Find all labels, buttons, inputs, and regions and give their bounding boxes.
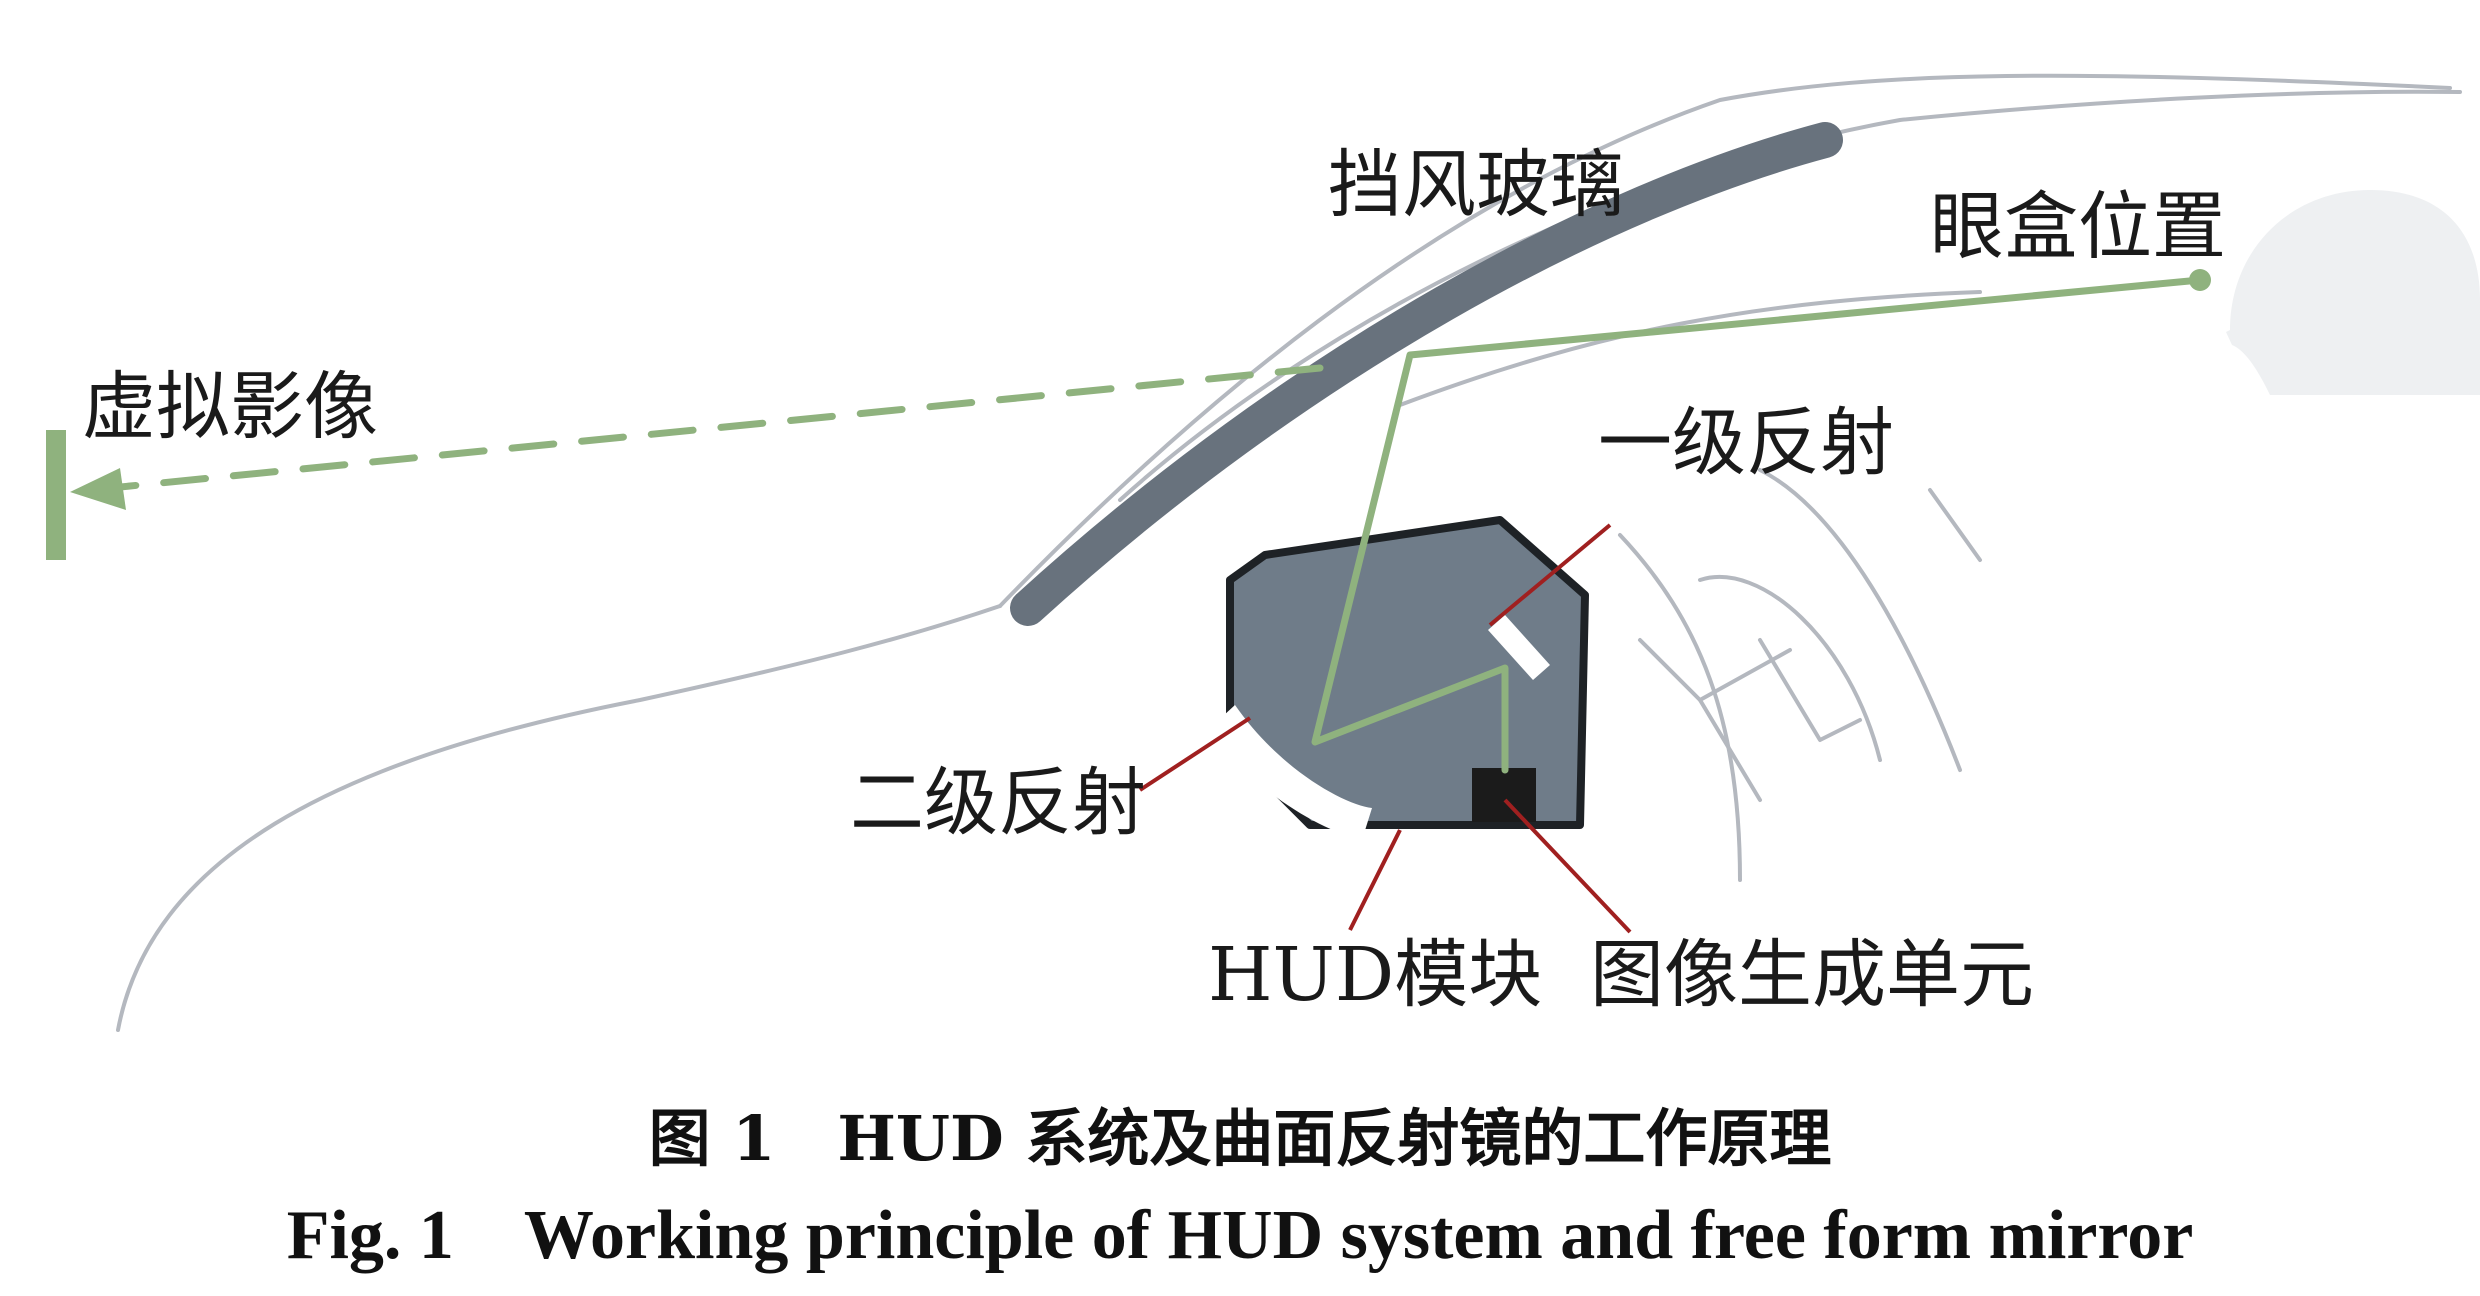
- label-windshield: 挡风玻璃: [1328, 142, 1624, 228]
- driver-head: [2226, 190, 2480, 395]
- light-path: [46, 269, 2211, 774]
- label-primary-reflection: 一级反射: [1598, 400, 1894, 486]
- label-virtual-image: 虚拟影像: [82, 364, 378, 450]
- label-image-generation-unit: 图像生成单元: [1590, 932, 2034, 1018]
- leader-lines: [1138, 523, 1632, 934]
- label-secondary-reflection: 二级反射: [850, 760, 1146, 846]
- car-outline: [116, 73, 2462, 1032]
- label-eyebox: 眼盒位置: [1930, 184, 2226, 270]
- caption-english: Fig. 1 Working principle of HUD system a…: [287, 1197, 2194, 1274]
- primary-mirror: [1488, 615, 1550, 680]
- image-generation-unit: [1472, 768, 1536, 822]
- windshield-glass: [1010, 122, 1843, 626]
- label-hud-module: HUD模块: [1208, 932, 1542, 1018]
- secondary-mirror: [1210, 705, 1372, 840]
- caption-chinese: 图 1 HUD 系统及曲面反射镜的工作原理: [649, 1102, 1832, 1175]
